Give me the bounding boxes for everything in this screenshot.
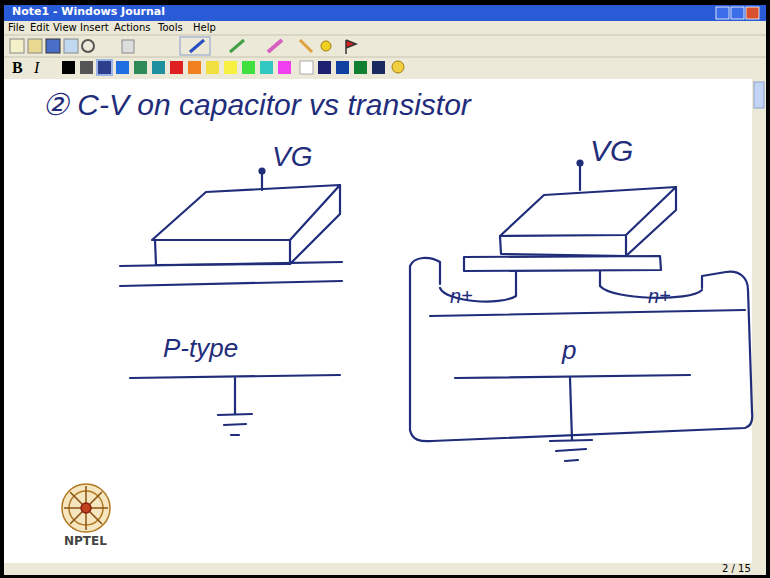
transistor-gate (500, 161, 676, 257)
window-title: Note1 - Windows Journal (12, 6, 165, 18)
note-heading: ② C-V on capacitor vs transistor (42, 88, 471, 121)
menu-item: Tools (158, 22, 183, 33)
menu-item: View (53, 22, 77, 33)
drain-region-label: n+ (648, 285, 671, 307)
toolbar-divider (4, 57, 766, 58)
menu-item: Actions (114, 22, 151, 33)
gate-voltage-label: VG (272, 142, 312, 173)
substrate-label: P-type (163, 334, 238, 363)
gate-oxide (464, 256, 661, 271)
p-substrate (120, 262, 342, 378)
nptel-logo (62, 484, 110, 532)
color-palette (62, 59, 404, 76)
maximize-button (731, 7, 744, 19)
menu-item: Help (193, 22, 216, 33)
toolbar-divider (4, 35, 766, 36)
note-page (4, 79, 752, 563)
menu-item: Edit (30, 22, 49, 33)
close-button (746, 7, 759, 19)
italic-button: I (34, 59, 39, 77)
source-region-label: n+ (450, 285, 473, 307)
transistor-substrate-outline (410, 258, 752, 441)
ground-symbol (550, 378, 592, 461)
menu-item: File (8, 22, 25, 33)
substrate-label: p (562, 336, 576, 365)
logo-text: NPTEL (64, 535, 107, 548)
bold-button: B (12, 59, 23, 77)
toolbar-icons (10, 37, 356, 55)
scrollbar (752, 79, 766, 563)
scroll-thumb (754, 82, 764, 108)
toolbar-ground (4, 21, 766, 79)
status-bar (4, 563, 766, 575)
page-counter: 2 / 15 (722, 563, 751, 574)
gate-voltage-label: VG (590, 134, 633, 167)
menu-item: Insert (80, 22, 109, 33)
capacitor-gate (152, 169, 340, 266)
ground-symbol (218, 378, 252, 435)
title-bar (4, 5, 766, 21)
minimize-button (716, 7, 729, 19)
